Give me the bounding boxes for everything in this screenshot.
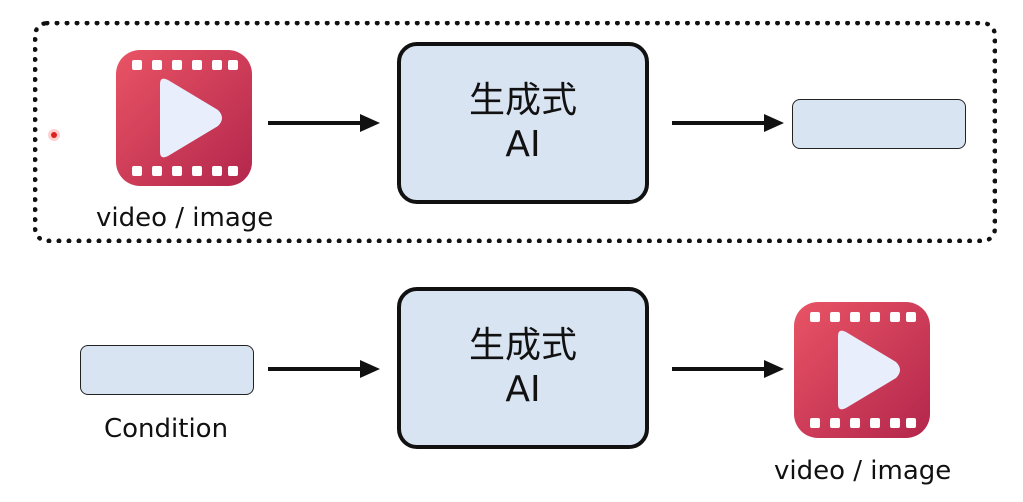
ai-box-line2: AI [505,369,541,410]
top-input-label: video / image [96,203,274,233]
top-group-frame [33,21,997,243]
video-play-icon [794,302,930,438]
condition-label: Condition [104,414,229,444]
ai-box-line1: 生成式 [468,325,577,366]
arrow-right-icon [672,114,784,132]
generative-ai-box-bottom: 生成式 AI [397,287,649,449]
top-output-box [792,99,966,149]
cursor-dot [48,129,60,141]
ai-box-line1: 生成式 [468,80,577,121]
bottom-output-label: video / image [774,456,952,486]
condition-box [80,345,254,395]
ai-box-line2: AI [505,124,541,165]
video-play-icon [116,50,252,186]
arrow-right-icon [268,360,380,378]
arrow-right-icon [672,360,784,378]
arrow-right-icon [268,114,380,132]
generative-ai-box-top: 生成式 AI [397,42,649,204]
